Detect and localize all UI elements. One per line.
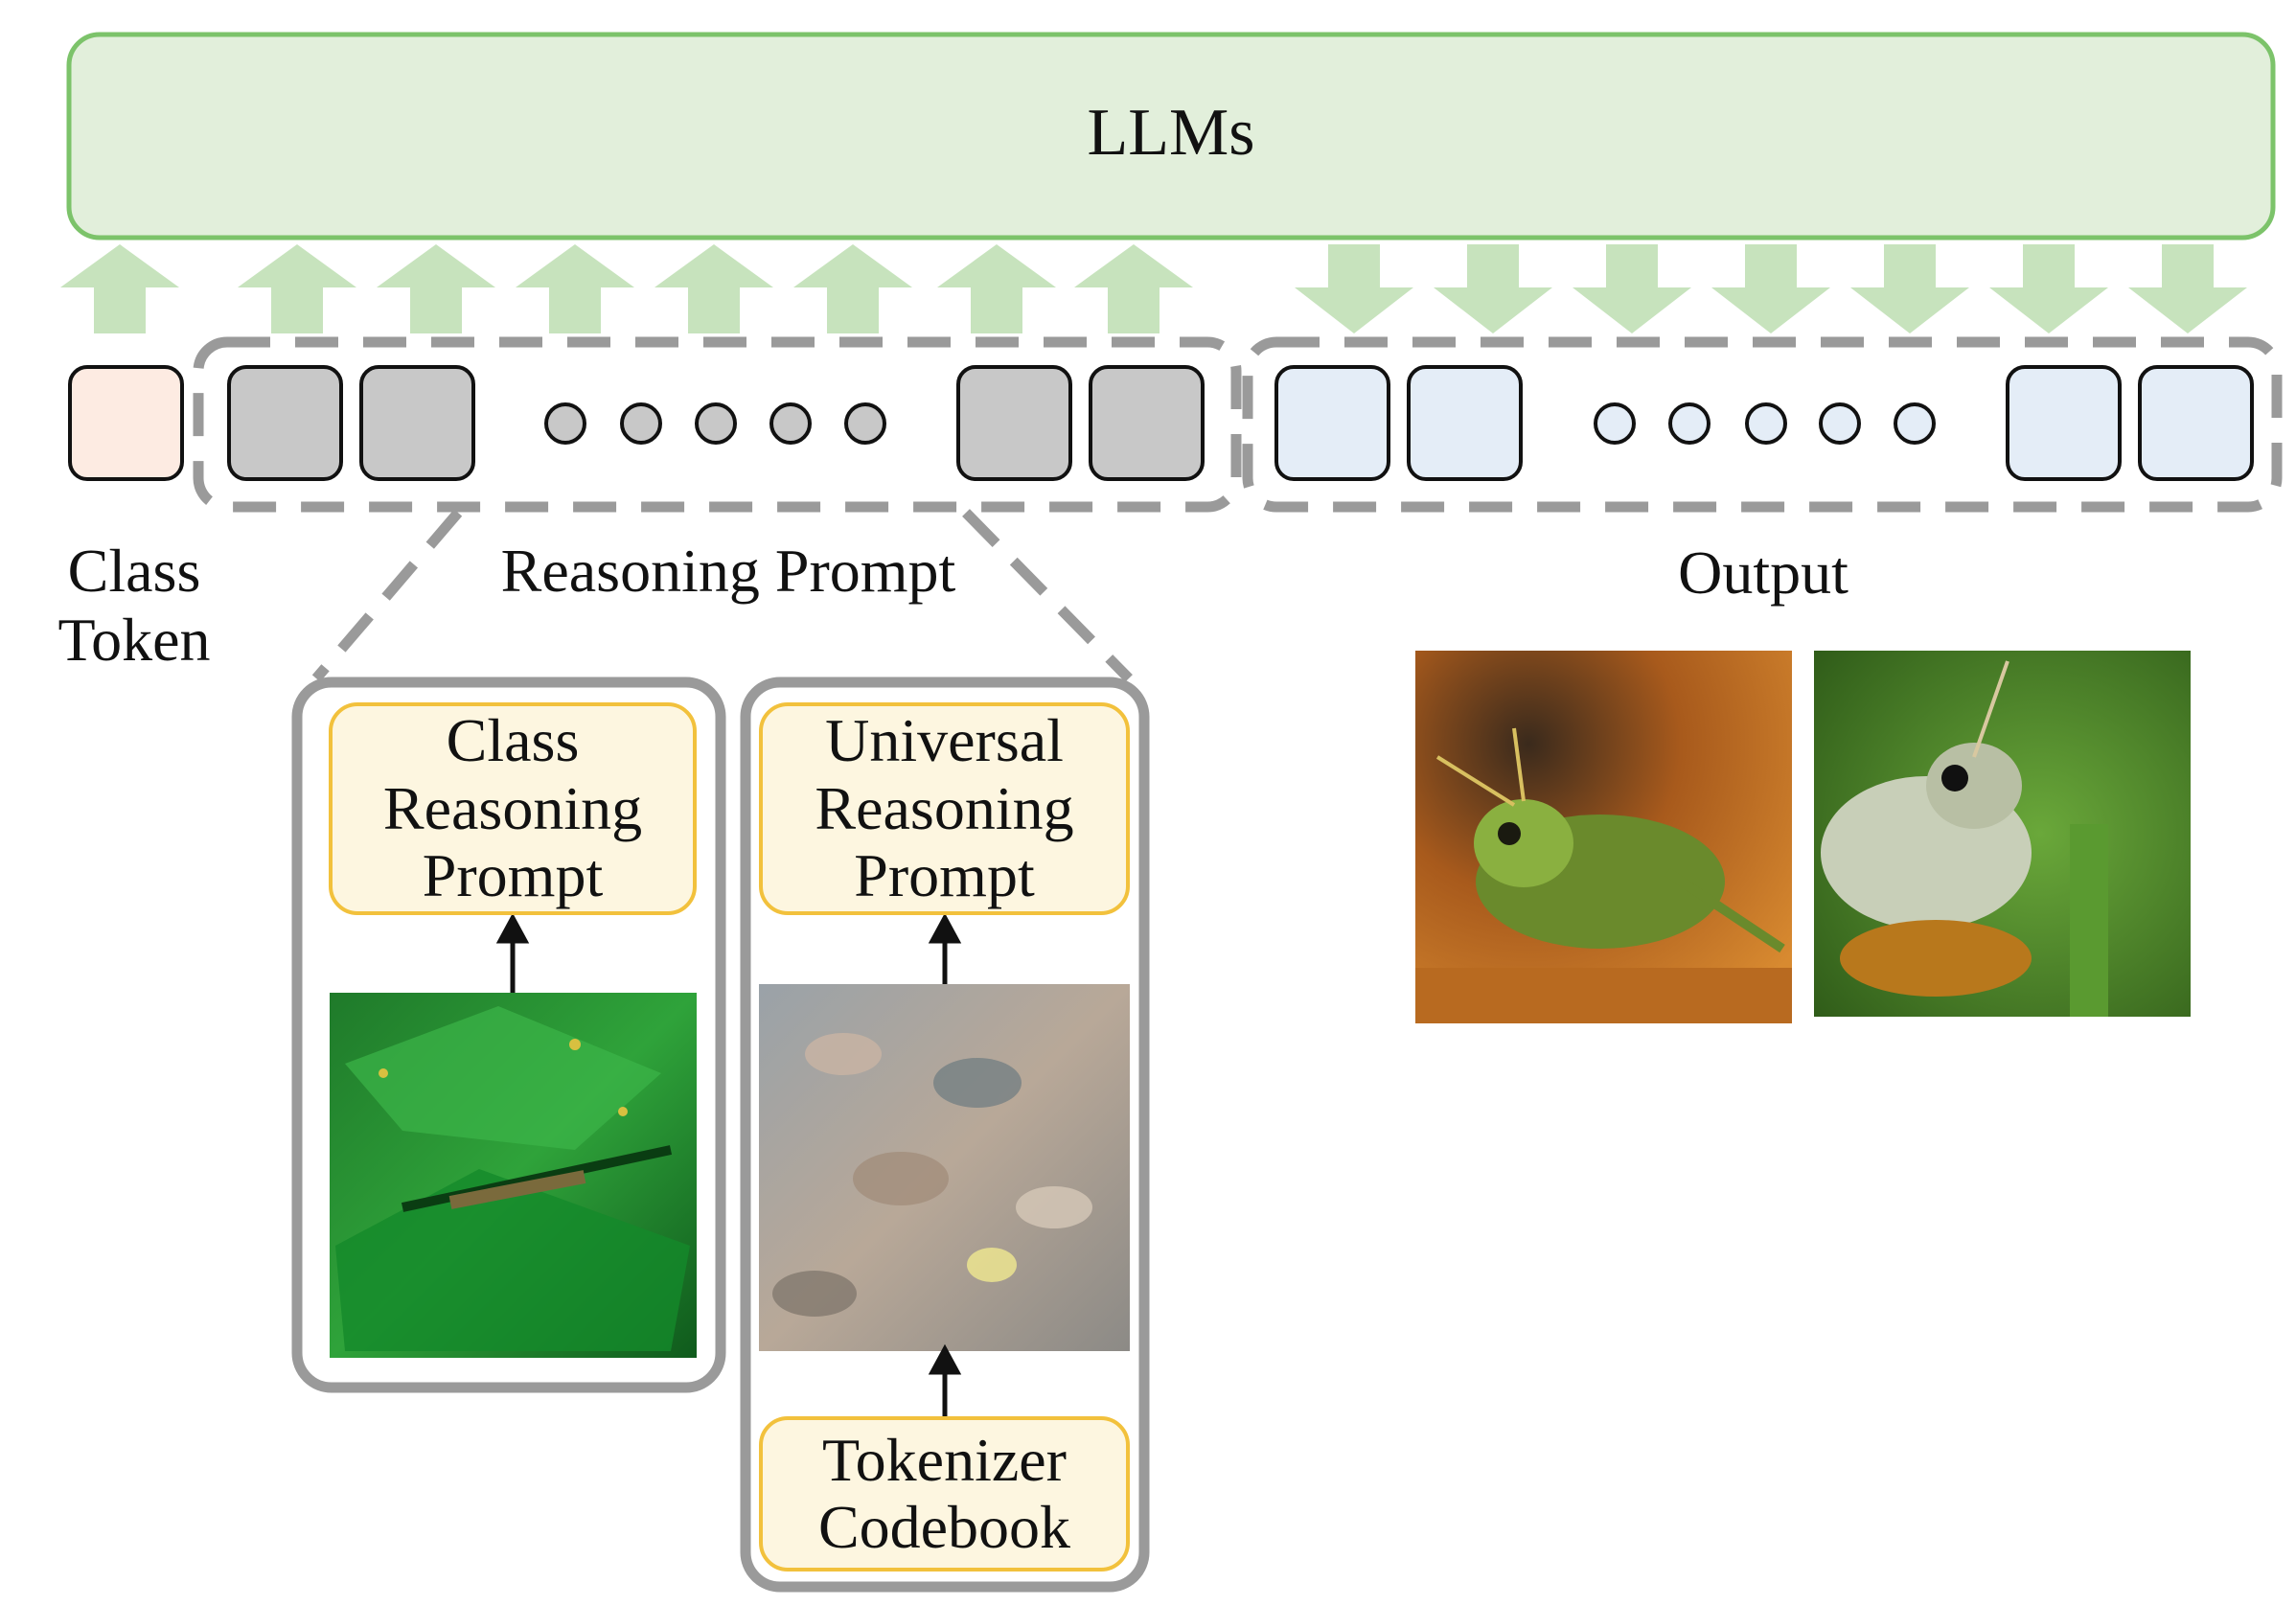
output-ellipsis — [1594, 402, 1936, 445]
reasoning-prompt-group — [193, 336, 1242, 513]
tokenizer-codebook-box: Tokenizer Codebook — [759, 1416, 1130, 1572]
output-token — [1274, 365, 1390, 481]
down-arrow-icon — [1850, 244, 1969, 333]
arrow-icon — [495, 912, 962, 1416]
prompt-token — [956, 365, 1072, 481]
class-token — [68, 365, 184, 481]
leaf-grasshopper-image — [330, 993, 697, 1358]
up-arrow-icon — [654, 244, 773, 333]
output-token — [2138, 365, 2254, 481]
synthetic-texture-image — [759, 984, 1130, 1351]
reasoning-prompt-label: Reasoning Prompt — [500, 537, 956, 605]
prompt-token — [227, 365, 343, 481]
grasshopper-output-image-2 — [1814, 651, 2191, 1017]
output-label: Output — [1678, 539, 1848, 607]
llm-block — [66, 32, 2276, 241]
up-arrow-icon — [377, 244, 495, 333]
up-arrow-icon — [793, 244, 912, 333]
output-arrows — [1295, 244, 2247, 333]
prompt-ellipsis — [544, 402, 886, 445]
prompt-token — [1089, 365, 1205, 481]
llm-label: LLMs — [1087, 96, 1255, 170]
up-arrow-icon — [1074, 244, 1193, 333]
down-arrow-icon — [2128, 244, 2247, 333]
prompt-token — [359, 365, 475, 481]
up-arrow-icon — [516, 244, 634, 333]
zoom-line-left — [311, 509, 463, 682]
input-arrows — [60, 244, 1193, 333]
up-arrow-icon — [238, 244, 356, 333]
up-arrow-icon — [937, 244, 1056, 333]
down-arrow-icon — [1573, 244, 1691, 333]
down-arrow-icon — [1989, 244, 2108, 333]
universal-reasoning-prompt-box: Universal Reasoning Prompt — [759, 702, 1130, 915]
output-token — [2006, 365, 2122, 481]
down-arrow-icon — [1711, 244, 1830, 333]
output-token — [1407, 365, 1523, 481]
down-arrow-icon — [1295, 244, 1413, 333]
zoom-line-right — [962, 509, 1133, 682]
up-arrow-icon — [60, 244, 179, 333]
down-arrow-icon — [1434, 244, 1552, 333]
output-group — [1242, 336, 2283, 513]
class-reasoning-prompt-box: Class Reasoning Prompt — [329, 702, 697, 915]
grasshopper-output-image-1 — [1415, 651, 1792, 1023]
class-token-label: Class Token — [57, 537, 211, 674]
